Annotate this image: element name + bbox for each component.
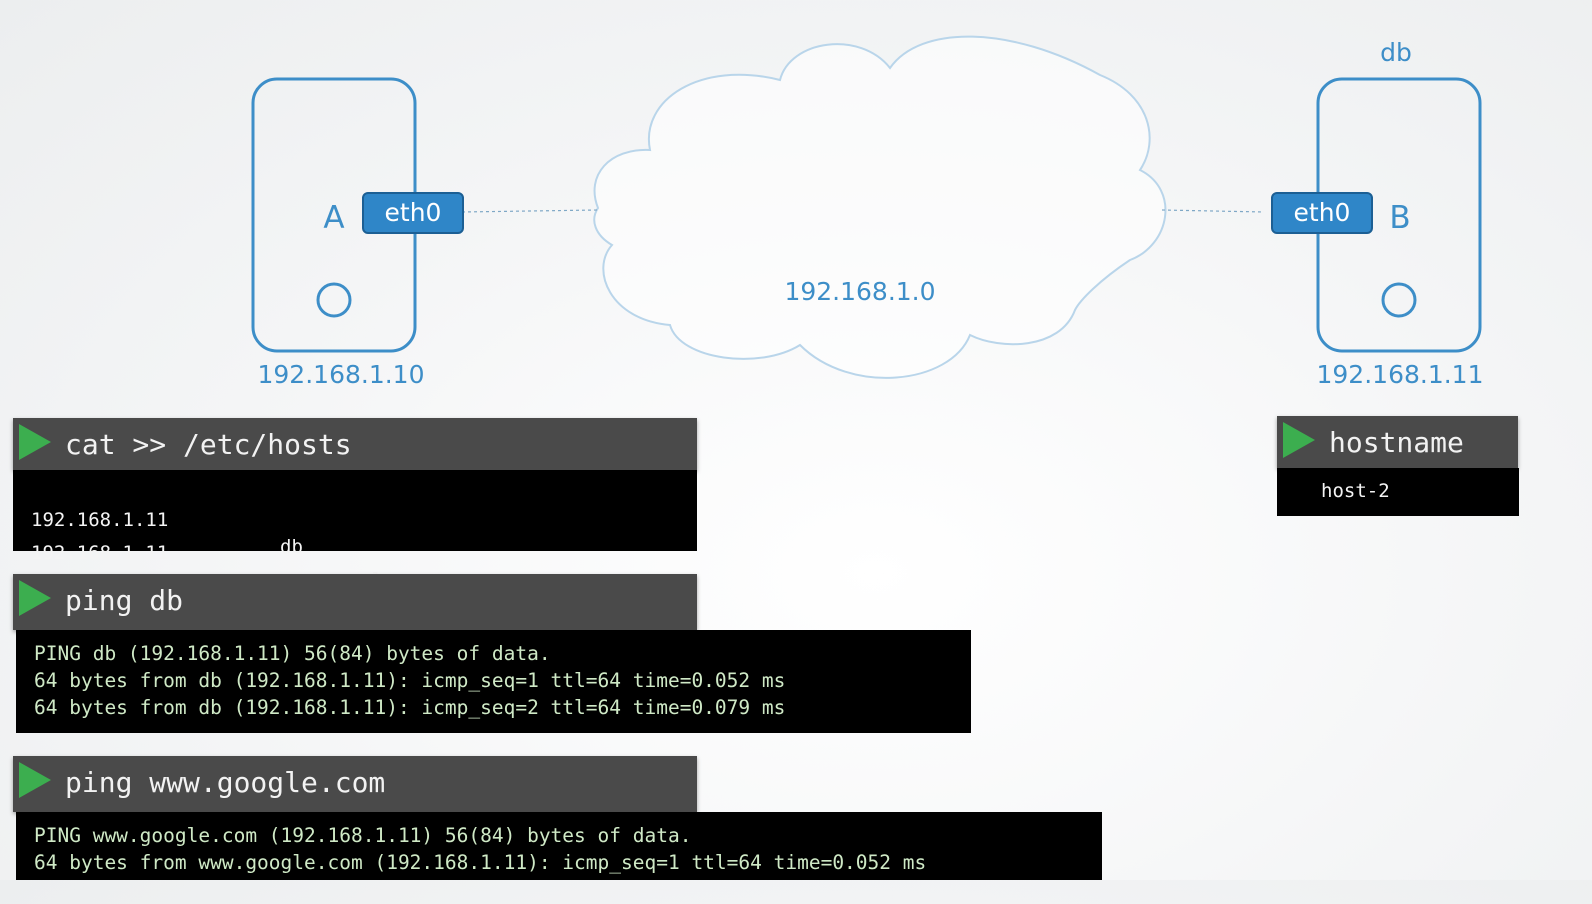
ping-db-output-line: 64 bytes from db (192.168.1.11): icmp_se… <box>34 696 786 719</box>
ping-db-output-line: PING db (192.168.1.11) 56(84) bytes of d… <box>34 642 551 665</box>
host-b-eth0-box <box>1271 192 1373 234</box>
host-a-name: A <box>323 200 344 236</box>
host-a-eth0-label: eth0 <box>385 198 442 227</box>
ping-google-output-line: PING www.google.com (192.168.1.11) 56(84… <box>34 824 692 847</box>
ping-google-output: PING www.google.com (192.168.1.11) 56(84… <box>16 812 1102 880</box>
hosts-entry-ip: 192.168.1.11 <box>31 509 169 531</box>
hostname-command: hostname <box>1329 426 1464 459</box>
network-cloud <box>593 35 1167 379</box>
host-b-name: B <box>1389 200 1410 236</box>
link-b-to-cloud <box>1161 209 1265 213</box>
hosts-command: cat >> /etc/hosts <box>65 428 352 461</box>
hosts-command-bar: cat >> /etc/hosts <box>13 418 697 470</box>
link-a-to-cloud <box>461 209 599 213</box>
hostname-command-bar: hostname <box>1277 416 1518 468</box>
hosts-output: 192.168.1.11 db 192.168.1.11 www.google.… <box>13 470 697 591</box>
host-b-alias: db <box>1380 38 1412 67</box>
ping-db-output: PING db (192.168.1.11) 56(84) bytes of d… <box>16 630 971 733</box>
hosts-entry: 192.168.1.11 www.google.com <box>13 513 697 591</box>
host-b-eth0-label: eth0 <box>1294 198 1351 227</box>
host-b-ip: 192.168.1.11 <box>1317 360 1484 389</box>
host-b-button-icon <box>1381 282 1417 318</box>
hosts-entry: 192.168.1.11 db <box>13 480 697 558</box>
hostname-value: host-2 <box>1321 480 1390 502</box>
host-a-eth0-box <box>362 192 464 234</box>
ping-google-output-line: 64 bytes from www.google.com (192.168.1.… <box>34 851 927 874</box>
play-icon <box>19 762 51 798</box>
play-icon <box>19 580 51 616</box>
host-a-ip: 192.168.1.10 <box>258 360 425 389</box>
ping-google-command: ping www.google.com <box>65 766 386 799</box>
hosts-entry-name: db <box>280 536 303 558</box>
ping-db-command-bar: ping db <box>13 574 697 630</box>
cloud-network-label: 192.168.1.0 <box>784 277 935 306</box>
hostname-output: host-2 <box>1277 468 1519 516</box>
ping-db-output-line: 64 bytes from db (192.168.1.11): icmp_se… <box>34 669 786 692</box>
network-diagram: 192.168.1.0 A eth0 192.168.1.10 db B eth… <box>251 35 1484 389</box>
ping-google-command-bar: ping www.google.com <box>13 756 697 812</box>
host-a-button-icon <box>316 282 352 318</box>
play-icon <box>19 424 51 460</box>
play-icon <box>1283 422 1315 458</box>
hosts-entry-ip: 192.168.1.11 <box>31 542 169 564</box>
ping-db-command: ping db <box>65 584 184 617</box>
